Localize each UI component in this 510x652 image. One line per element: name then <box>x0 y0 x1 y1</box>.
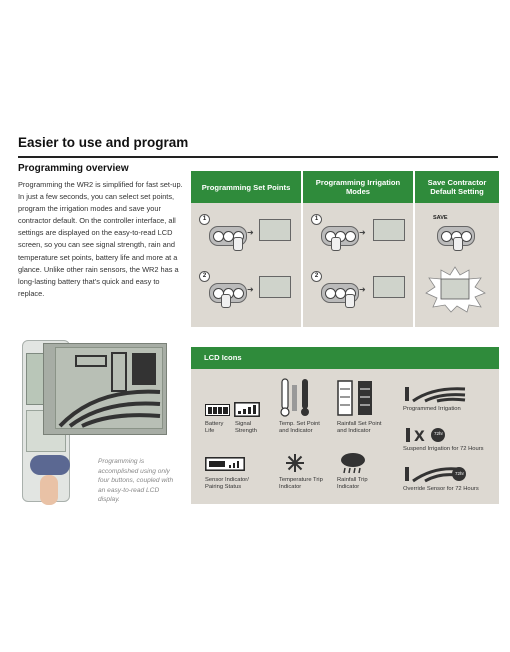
step-number: 2 <box>311 271 322 282</box>
step-number: 1 <box>199 214 210 225</box>
body-text: Programming the WR2 is simplified for fa… <box>18 180 183 298</box>
icon-label: Rainfall Trip Indicator <box>337 477 368 490</box>
arrow-right-icon: ➜ <box>359 228 366 237</box>
finger-icon <box>233 237 243 251</box>
section-subtitle: Programming overview <box>18 163 129 174</box>
override-icon <box>405 467 466 483</box>
icon-label: Rainfall Set Point and Indicator <box>337 421 382 434</box>
lcd-segments-icon <box>58 352 161 428</box>
icon-label: Temp. Set Point and Indicator <box>279 421 320 434</box>
lcd-icons-title: LCD Icons <box>204 353 242 362</box>
column-divider <box>301 171 303 327</box>
arrow-right-icon: ➜ <box>359 285 366 294</box>
irrigation-icon <box>405 387 466 403</box>
svg-text:X: X <box>414 429 425 443</box>
suspend-icon: X <box>406 428 445 443</box>
lcd-display-icon <box>259 276 291 298</box>
temperature-icon <box>280 378 309 417</box>
icon-label: Temperature Trip Indicator <box>279 477 323 490</box>
icon-label: Programmed Irrigation <box>403 406 461 412</box>
programming-panel: Programming Set Points Programming Irrig… <box>191 171 499 327</box>
icon-label: Signal Strength <box>235 421 257 434</box>
step-number: 2 <box>199 271 210 282</box>
battery-icon <box>205 404 230 416</box>
timer-badge: 72hr <box>434 431 444 436</box>
flash-lcd-icon <box>425 266 486 313</box>
lcd-icons-header <box>191 347 499 369</box>
icon-label: Sensor Indicator/ Pairing Status <box>205 477 249 490</box>
remote-icon <box>209 226 247 246</box>
arrow-right-icon: ➜ <box>247 228 254 237</box>
lcd-zoom-screen <box>55 347 163 429</box>
page-title: Easier to use and program <box>18 135 189 150</box>
finger-icon <box>40 475 58 505</box>
sensor-icon <box>205 457 245 471</box>
finger-icon <box>453 237 463 251</box>
col-header-save-default: Save Contractor Default Setting <box>415 171 499 203</box>
icon-label: Suspend Irrigation for 72 Hours <box>403 446 484 452</box>
finger-icon <box>221 294 231 308</box>
rainfall-icon <box>337 380 372 416</box>
finger-icon <box>345 294 355 308</box>
snowflake-icon <box>286 454 304 472</box>
col-header-irrigation-modes: Programming Irrigation Modes <box>303 171 413 203</box>
save-label: SAVE <box>433 215 448 221</box>
column-divider <box>413 171 415 327</box>
icon-label: Override Sensor for 72 Hours <box>403 486 479 492</box>
lcd-display-icon <box>259 219 291 241</box>
icon-label: Battery Life <box>205 421 224 434</box>
image-caption: Programming is accomplished using only f… <box>98 458 174 503</box>
rain-cloud-icon <box>341 453 365 474</box>
timer-badge: 72hr <box>455 471 465 476</box>
signal-icon <box>234 402 260 417</box>
lcd-display-icon <box>373 276 405 298</box>
step-number: 1 <box>311 214 322 225</box>
lcd-icons-panel: LCD Icons Battery Life Signal Strength T… <box>191 347 499 504</box>
col-header-set-points: Programming Set Points <box>191 171 301 203</box>
device-button-pad <box>30 455 70 475</box>
title-rule <box>18 156 498 158</box>
arrow-right-icon: ➜ <box>247 285 254 294</box>
finger-icon <box>331 237 341 251</box>
lcd-display-icon <box>373 219 405 241</box>
